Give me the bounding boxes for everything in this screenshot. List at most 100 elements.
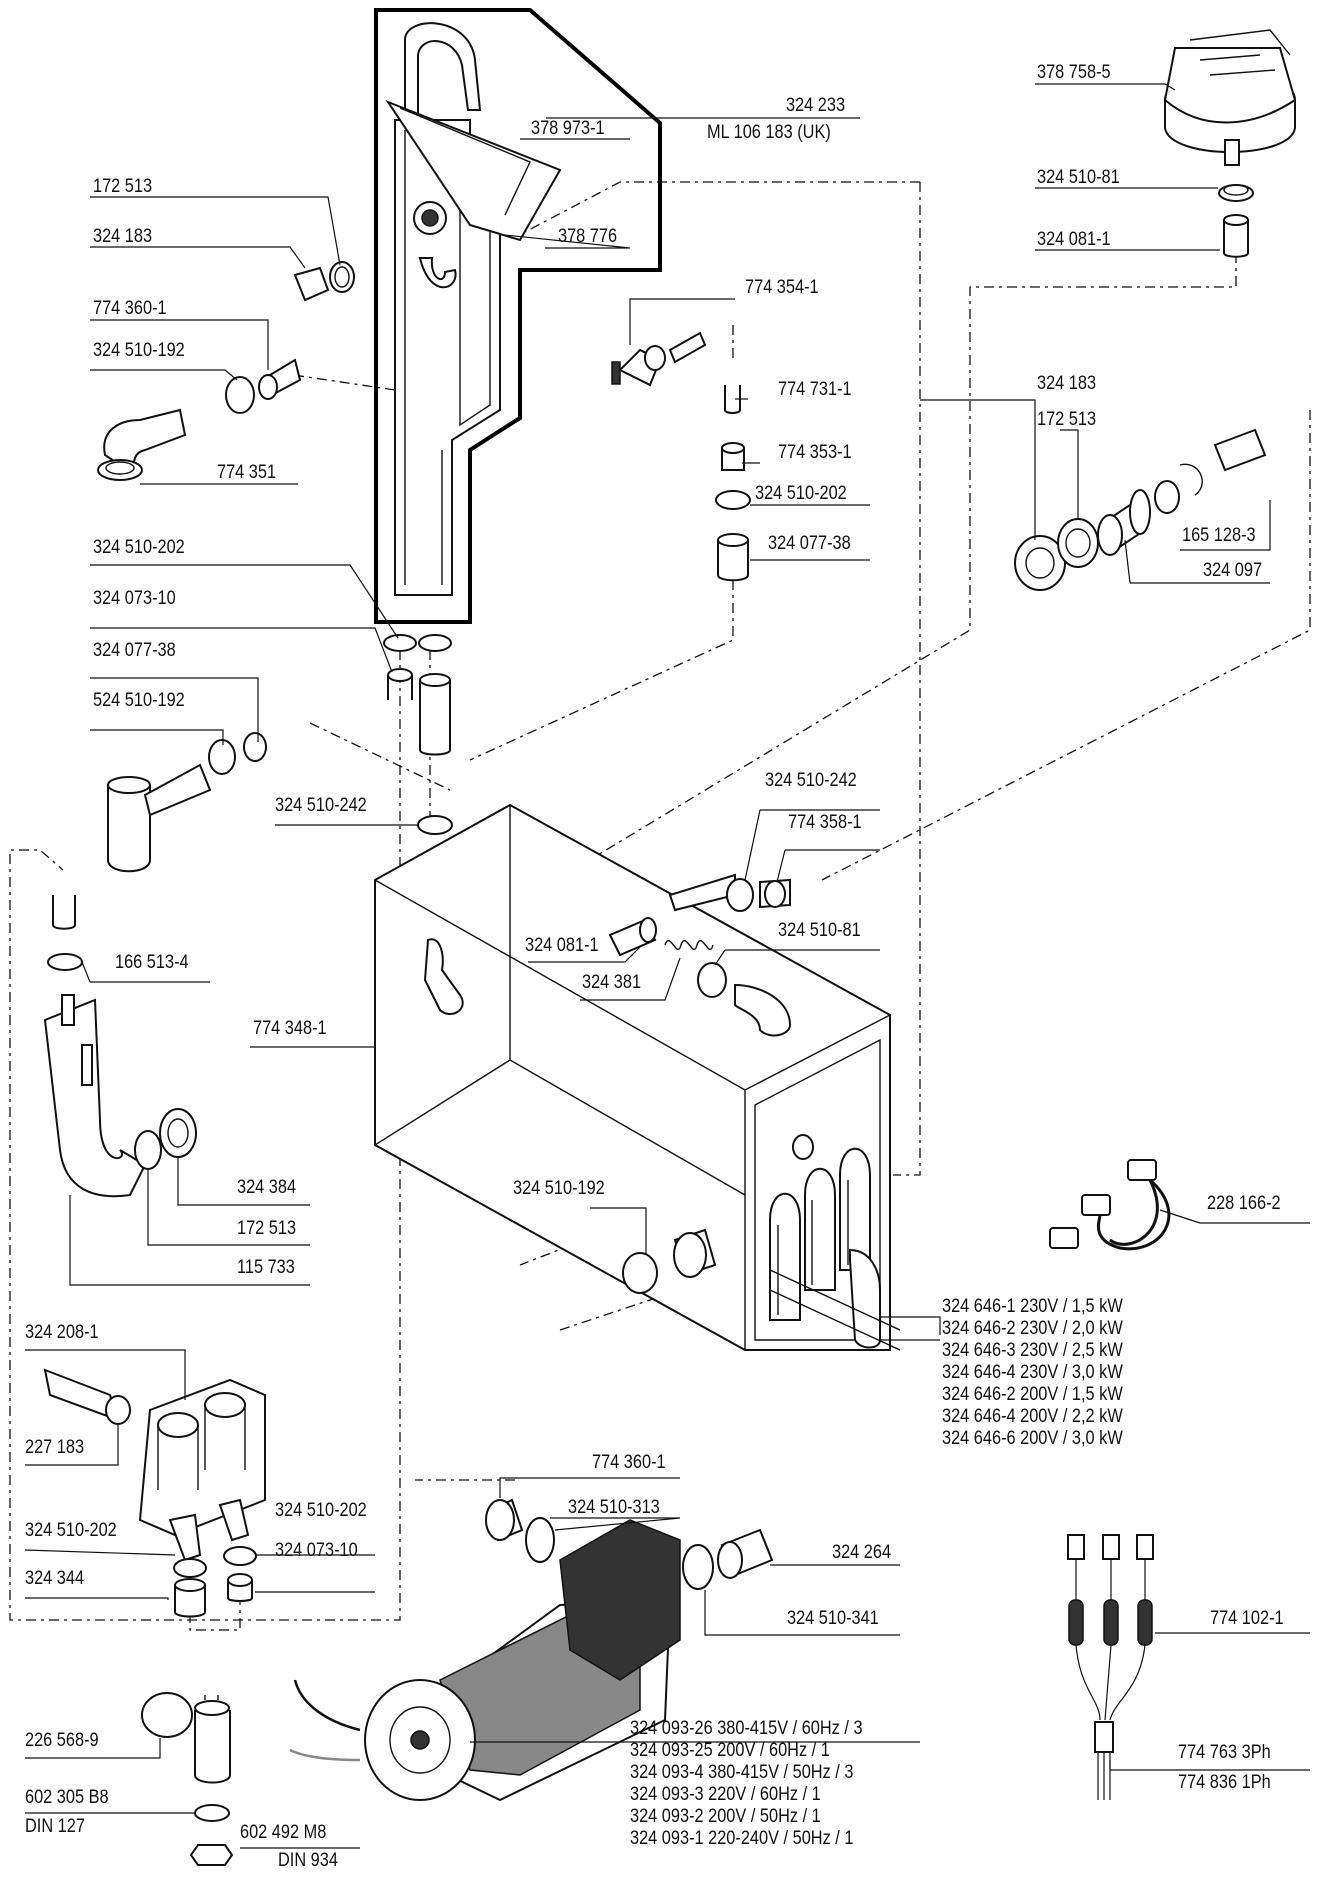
label-774353-1: 774 353-1 (778, 442, 852, 463)
label-378776: 378 776 (558, 226, 618, 247)
spring-324381 (664, 940, 714, 950)
label-324510-202-a: 324 510-202 (755, 483, 847, 504)
nipple-774353-1 (721, 442, 745, 471)
label-774836: 774 836 1Ph (1178, 1772, 1271, 1793)
label-324097: 324 097 (1203, 560, 1263, 581)
label-172513-b: 172 513 (1037, 409, 1097, 430)
fitting-group-324097 (1014, 428, 1267, 591)
label-165128-3: 165 128-3 (1182, 525, 1256, 546)
label-324264: 324 264 (832, 1542, 892, 1563)
label-324073-10-a: 324 073-10 (93, 588, 176, 609)
trap-assembly (107, 732, 267, 873)
clamp-324510-81-b (697, 962, 727, 998)
motor-row: 324 093-1 220-240V / 50Hz / 1 (630, 1828, 854, 1849)
label-602492: 602 492 M8 (240, 1822, 327, 1843)
label-524510-192: 524 510-192 (93, 690, 185, 711)
hose-324077-38-b (419, 680, 451, 756)
label-324510-341: 324 510-341 (787, 1608, 879, 1629)
label-324510-242-b: 324 510-242 (765, 770, 857, 791)
capacitor-226568-9 (141, 1692, 231, 1784)
label-324510-202-d: 324 510-202 (275, 1500, 367, 1521)
motor-row: 324 093-25 200V / 60Hz / 1 (630, 1740, 830, 1761)
tank-774348-1 (374, 803, 901, 1351)
clamp-324510-192-b (622, 1252, 658, 1294)
label-227183: 227 183 (25, 1437, 85, 1458)
label-228166-2: 228 166-2 (1207, 1193, 1281, 1214)
label-226568-9: 226 568-9 (25, 1730, 99, 1751)
label-774354-1: 774 354-1 (745, 277, 819, 298)
clamp-324510-242-b (726, 878, 754, 912)
hose-324344 (174, 1585, 206, 1618)
hose-324073-10-a (387, 675, 413, 700)
reservoir-378776 (385, 22, 562, 596)
label-324344: 324 344 (25, 1568, 85, 1589)
label-166513-4: 166 513-4 (115, 952, 189, 973)
heater-row: 324 646-6 200V / 3,0 kW (942, 1428, 1123, 1449)
label-324077-38-a: 324 077-38 (768, 533, 851, 554)
clamp-324510-202-c2 (173, 1558, 207, 1578)
sensor-774354-1 (611, 331, 707, 387)
label-324510-81-a: 324 510-81 (1037, 167, 1120, 188)
clamp-324510-242-a (417, 815, 453, 835)
clamp-324510-202-a (715, 490, 751, 510)
label-324183-a: 324 183 (93, 226, 153, 247)
label-324208-1: 324 208-1 (25, 1322, 99, 1343)
heater-row: 324 646-4 230V / 3,0 kW (942, 1362, 1123, 1383)
clamp-166513-4 (47, 953, 83, 971)
nut-602492 (189, 1844, 234, 1866)
motor-row: 324 093-26 380-415V / 60Hz / 3 (630, 1718, 863, 1739)
label-774360-1-b: 774 360-1 (592, 1452, 666, 1473)
label-324510-313: 324 510-313 (568, 1497, 660, 1518)
hose-324081-1-top (1223, 220, 1249, 258)
leader-lines (24, 83, 1310, 1849)
label-602305: 602 305 B8 (25, 1787, 109, 1808)
label-115733: 115 733 (237, 1257, 295, 1278)
motor-row: 324 093-2 200V / 50Hz / 1 (630, 1806, 821, 1827)
label-ml106183: ML 106 183 (UK) (707, 122, 831, 143)
label-774360-1-a: 774 360-1 (93, 298, 167, 319)
clamp-324510-192-a (225, 376, 255, 414)
pressure-switch-378758-5 (1163, 29, 1297, 166)
label-774102-1: 774 102-1 (1210, 1608, 1284, 1629)
label-172513-a: 172 513 (93, 176, 153, 197)
label-324381: 324 381 (582, 972, 642, 993)
ring-172513-a (329, 261, 355, 293)
hose-774360-1-a (258, 358, 302, 400)
elbow-hose-115733 (43, 994, 147, 1198)
label-324073-10-b: 324 073-10 (275, 1540, 358, 1561)
label-din934: DIN 934 (278, 1850, 338, 1871)
elbow-774351 (97, 408, 187, 481)
assembly-outline-378973 (374, 8, 662, 624)
clamp-324510-202-b (383, 634, 417, 652)
heater-row: 324 646-2 230V / 2,0 kW (942, 1318, 1123, 1339)
label-774351: 774 351 (217, 462, 277, 483)
heater-row: 324 646-1 230V / 1,5 kW (942, 1296, 1123, 1317)
washer-602305 (194, 1804, 230, 1822)
label-324510-242-a: 324 510-242 (275, 795, 367, 816)
motor-list: 324 093-26 380-415V / 60Hz / 3 324 093-2… (630, 1718, 900, 1850)
clamp-324510-202-d (223, 1546, 257, 1566)
pump-324093 (289, 1498, 681, 1802)
heater-row: 324 646-4 200V / 2,2 kW (942, 1406, 1123, 1427)
clamp-324510-81-top (1218, 184, 1254, 202)
hose-324077-38-a (717, 540, 749, 582)
motor-row: 324 093-4 380-415V / 50Hz / 3 (630, 1762, 854, 1783)
label-324077-38-b: 324 077-38 (93, 640, 176, 661)
label-324510-202-b: 324 510-202 (93, 537, 185, 558)
motor-row: 324 093-3 220V / 60Hz / 1 (630, 1784, 821, 1805)
clamp-324510-341 (682, 1544, 714, 1590)
label-324384: 324 384 (237, 1177, 297, 1198)
label-324510-202-c: 324 510-202 (25, 1520, 117, 1541)
cable-harness-774102-1 (1067, 1534, 1154, 1800)
heater-row: 324 646-3 230V / 2,5 kW (942, 1340, 1123, 1361)
solenoid-valve-324208-1 (43, 1368, 266, 1562)
label-324233: 324 233 (786, 95, 846, 116)
label-324510-192-a: 324 510-192 (93, 340, 185, 361)
label-378758-5: 378 758-5 (1037, 62, 1111, 83)
label-774358-1: 774 358-1 (788, 812, 862, 833)
plug-324183-a (293, 266, 330, 302)
label-324081-1-a: 324 081-1 (1037, 229, 1111, 250)
heater-row: 324 646-2 200V / 1,5 kW (942, 1384, 1123, 1405)
ring-324384 (159, 1108, 197, 1158)
